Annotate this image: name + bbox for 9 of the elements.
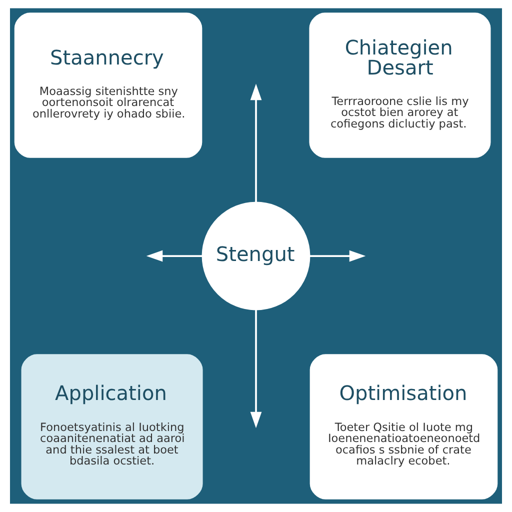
arrow — [250, 84, 262, 202]
node-circle: Stengut — [202, 202, 310, 310]
arrow — [310, 250, 366, 262]
node-box: Chiategien Desart Terrraoroone cslie lis my ocstot bien arorey at cofiegons dicluctiy past. — [309, 12, 491, 158]
node-box: Optimisation Toeter Qsitie ol Iuote mg Ioenenenatioatoeneonoetd ocafios s ssbnie of crate malaclry ecobet. — [310, 354, 498, 500]
arrow — [250, 310, 262, 428]
node-box: Application Fonoetsyatinis al Iuotking coaanitenenatiat ad aaroi and thie ssalest at boet bdasila ocstiet. — [21, 354, 203, 500]
arrow — [146, 250, 202, 262]
node-box: Staannecry Moaassig sitenishtte sny oortenonsoit olrarencat onllerovrety iy ohado sbiie. — [14, 12, 202, 158]
